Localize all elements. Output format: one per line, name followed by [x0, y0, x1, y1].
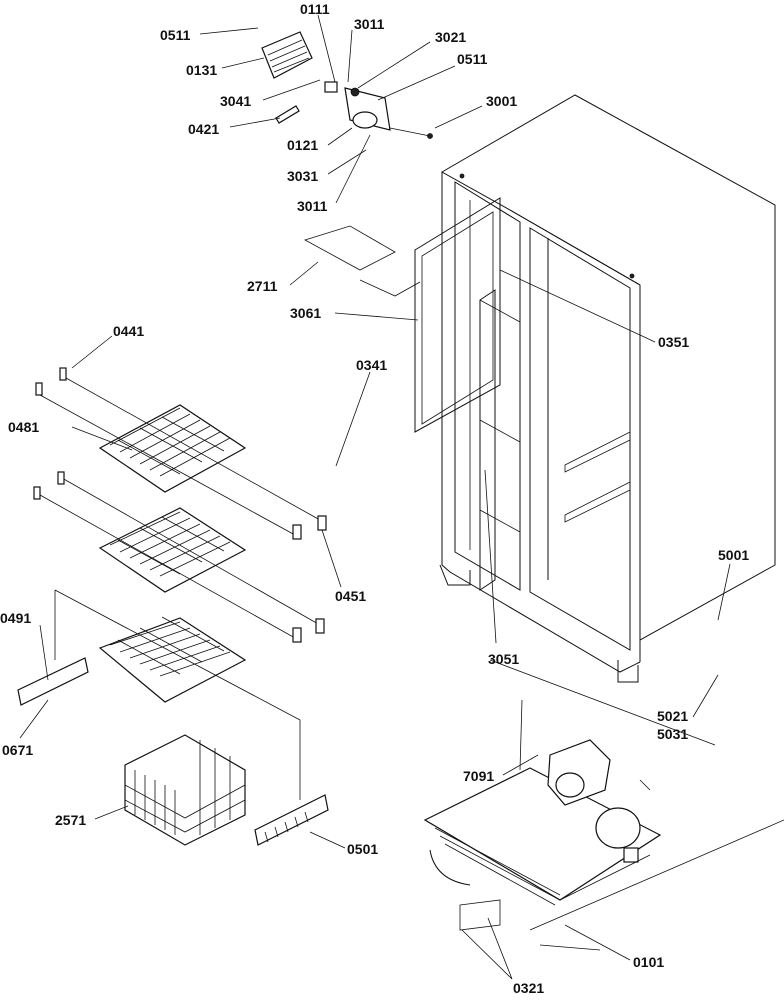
label-0511-right: 0511	[457, 51, 488, 67]
basket-rails	[17, 589, 329, 846]
label-5031: 5031	[657, 726, 688, 742]
label-3011-top: 3011	[354, 16, 385, 32]
cabinet	[439, 94, 776, 683]
label-0121: 0121	[287, 137, 318, 153]
label-0481: 0481	[8, 419, 39, 435]
label-5021: 5021	[657, 708, 688, 724]
label-0341: 0341	[356, 357, 387, 373]
label-0351: 0351	[658, 334, 689, 350]
shelf-lower	[98, 616, 247, 703]
label-0101: 0101	[633, 954, 664, 970]
label-3031: 3031	[287, 168, 318, 184]
freezer-basket	[124, 734, 246, 846]
label-7091: 7091	[463, 768, 494, 784]
door-liner	[303, 197, 501, 591]
label-0501: 0501	[347, 841, 378, 857]
shelf-brackets	[33, 367, 327, 643]
machine-compartment	[423, 659, 784, 951]
label-0511-top: 0511	[160, 27, 191, 43]
callout-labels: 0511 0131 0111 3011 3021 0511 3041 0421 …	[0, 1, 749, 996]
label-3001: 3001	[486, 93, 517, 109]
label-3021: 3021	[435, 29, 466, 45]
label-2571: 2571	[55, 812, 86, 828]
label-0441: 0441	[113, 323, 144, 339]
label-2711: 2711	[247, 278, 278, 294]
label-0451: 0451	[335, 588, 366, 604]
label-3011-bottom: 3011	[297, 198, 328, 214]
label-5001: 5001	[718, 547, 749, 563]
shelf-upper	[39, 377, 321, 536]
label-3051: 3051	[488, 651, 519, 667]
label-0491: 0491	[0, 610, 31, 626]
label-0111: 0111	[300, 1, 330, 17]
shelf-middle	[39, 477, 321, 639]
label-0421: 0421	[188, 121, 219, 137]
label-3061: 3061	[290, 305, 321, 321]
fan-assembly	[261, 31, 433, 139]
label-0671: 0671	[2, 742, 33, 758]
label-0131: 0131	[186, 62, 217, 78]
leader-lines	[19, 14, 731, 980]
label-3041: 3041	[220, 93, 251, 109]
label-0321: 0321	[513, 980, 544, 996]
